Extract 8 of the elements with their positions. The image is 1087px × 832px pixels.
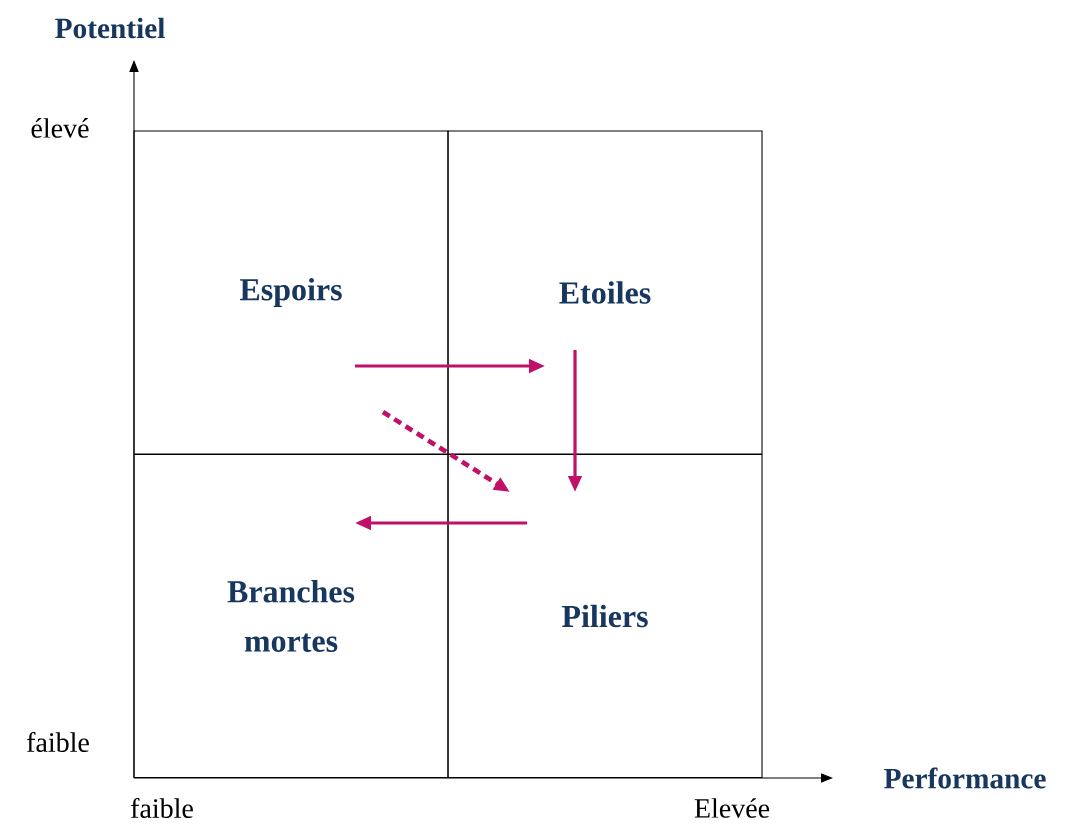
axis-title: Potentiel [55, 17, 165, 39]
quadrant-cell: Branches mortes [133, 453, 449, 779]
quadrant-cell: Etoiles [447, 130, 763, 455]
quadrant-cell: Piliers [447, 453, 763, 779]
axis-level-label: faible [27, 732, 89, 752]
axis-level-label: élevé [31, 118, 89, 138]
axis-title: Performance [884, 767, 1046, 789]
quadrant-cell: Espoirs [133, 130, 449, 455]
